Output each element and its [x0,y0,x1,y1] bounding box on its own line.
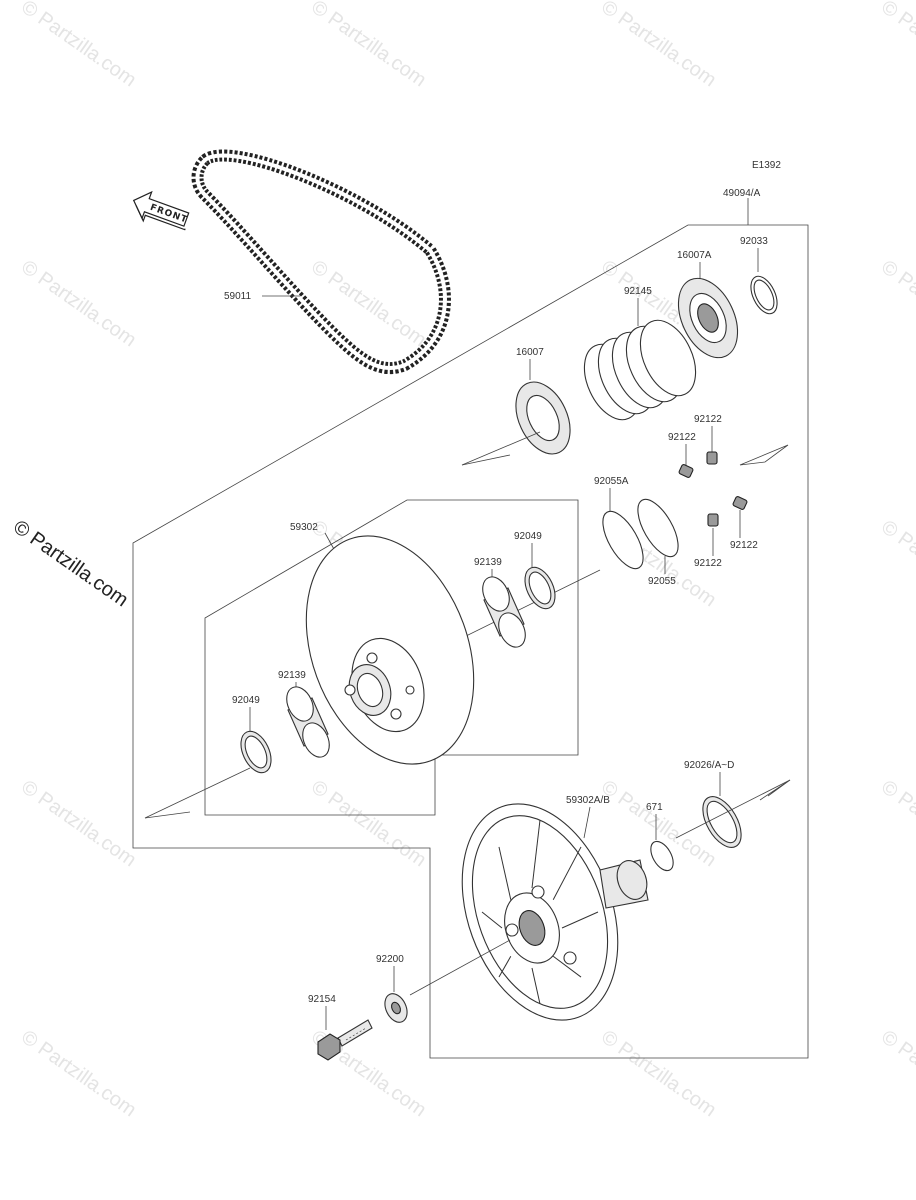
watermark-text: © Partzilla.com [597,0,720,91]
label-671: 671 [646,802,663,813]
cam-16007 [515,381,571,455]
label-92200: 92200 [376,954,404,965]
label-92055A: 92055A [594,476,629,487]
watermark-main: © Partzilla.com [9,516,132,611]
sheave-spoke [531,967,541,1005]
sheave-59302AB [461,803,649,1021]
o-ring-671 [650,840,674,872]
assembly-boundary [132,224,809,1059]
watermark-text: © Partzilla.com [307,0,430,91]
label-16007A: 16007A [677,250,712,261]
label-92026: 92026/A~D [684,760,734,771]
label-92049-a: 92049 [514,531,542,542]
slider-pin-a [706,451,718,465]
sheave-59302 [305,535,475,765]
bushing-92139-upper [482,576,526,648]
watermark-text: © Partzilla.com [307,776,430,871]
cam-16007A [677,277,739,359]
washer-92200 [384,993,408,1023]
sheave-spoke [531,819,541,889]
watermark-text: © Partzilla.com [877,1026,916,1121]
retaining-ring-92033-inner [753,279,775,311]
drive-belt [191,149,451,375]
front-arrow: FRONT [132,190,190,231]
watermark-text: © Partzilla.com [17,776,140,871]
slider-pin-c [732,496,748,510]
watermark-text: © Partzilla.com [307,256,430,351]
label-92033: 92033 [740,236,768,247]
bushing-92049-lower [240,730,272,774]
axis-line-right [675,779,791,839]
sheave-spoke [498,846,512,900]
watermark-text: © Partzilla.com [17,256,140,351]
label-92122-b: 92122 [668,432,696,443]
axis-marker-right [739,444,789,466]
watermark-text: © Partzilla.com [877,516,916,611]
label-92154: 92154 [308,994,336,1005]
label-59302AB: 59302A/B [566,795,610,806]
watermark-text: © Partzilla.com [877,776,916,871]
axis-marker-right-b [759,779,791,801]
axis-line-low [144,767,251,819]
label-92139-b: 92139 [278,670,306,681]
watermark-text: © Partzilla.com [877,0,916,91]
sheave-spokes [481,819,599,1005]
label-16007: 16007 [516,347,544,358]
label-92122-d: 92122 [694,558,722,569]
watermark-text: © Partzilla.com [17,1026,140,1121]
sheave-boundary [204,499,579,816]
label-59302: 59302 [290,522,318,533]
spring-coil [639,319,697,397]
label-92145: 92145 [624,286,652,297]
label-92139-a: 92139 [474,557,502,568]
watermark-layer: © Partzilla.com © Partzilla.com © Partzill… [17,0,916,1121]
o-ring-92055 [637,498,679,558]
watermark-text: © Partzilla.com [597,1026,720,1121]
axis-line-top [461,431,541,466]
axis-line-bottom [409,939,511,996]
label-92055: 92055 [648,576,676,587]
axis-line-top-b [461,454,511,466]
label-92122-c: 92122 [730,540,758,551]
axis-line-mid [461,569,601,639]
watermark-text: © Partzilla.com [877,256,916,351]
slider-pin-b [678,464,694,478]
sheave-spoke [552,846,582,900]
label-92122-a: 92122 [694,414,722,425]
sheave-spoke [481,911,503,929]
bushing-92049-upper [524,566,556,610]
label-92049-b: 92049 [232,695,260,706]
label-49094: 49094/A [723,188,761,199]
axis-line-low-b [144,811,191,819]
watermark-text: © Partzilla.com [17,0,140,91]
sheave-spoke [498,956,512,978]
bushing-92139-lower [286,686,330,758]
sheave-spoke [552,955,582,978]
slider-pin-d [707,513,719,527]
bolt-92154 [317,1019,373,1061]
leader-59302AB [583,806,591,839]
spring-92145 [583,319,697,421]
sheave-spoke [561,911,599,929]
diagram-code: E1392 [752,160,781,171]
o-ring-92055A [602,510,644,570]
label-59011: 59011 [224,291,252,302]
